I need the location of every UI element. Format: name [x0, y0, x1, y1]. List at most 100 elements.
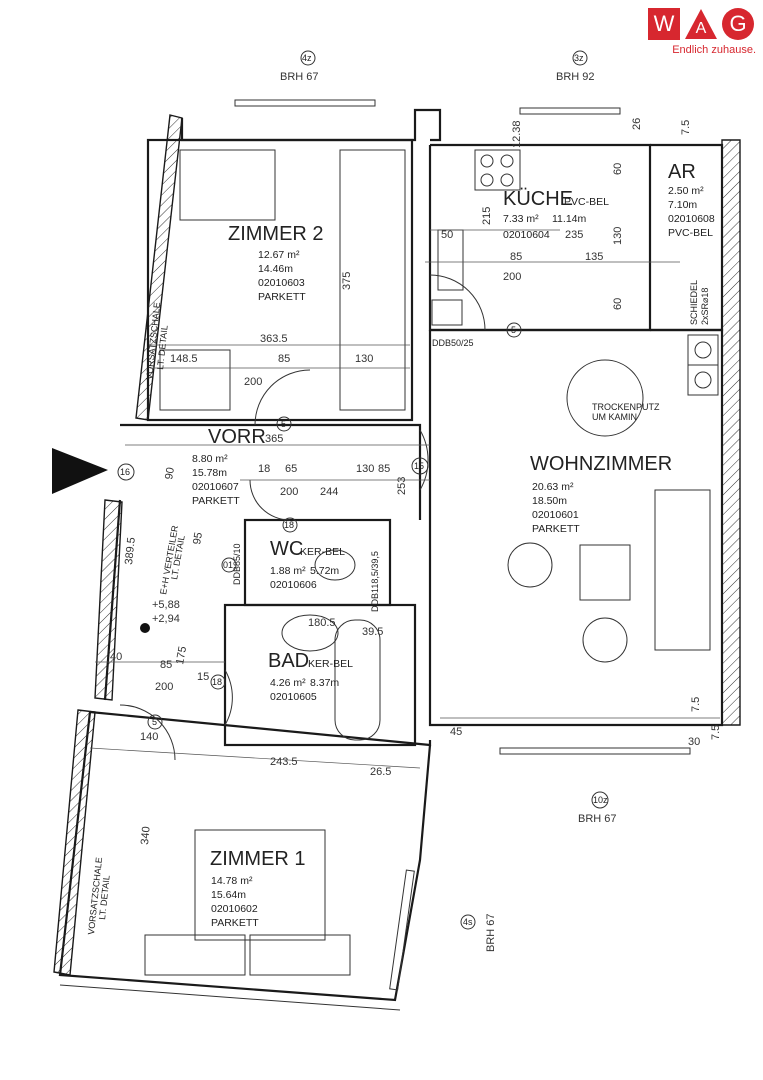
svg-text:PARKETT: PARKETT [211, 917, 259, 929]
svg-text:15: 15 [414, 461, 424, 471]
wag-logo: W A G Endlich zuhause. [648, 8, 756, 56]
svg-text:ZIMMER 1: ZIMMER 1 [210, 848, 306, 870]
svg-text:+5,88: +5,88 [152, 599, 180, 611]
svg-text:4z: 4z [302, 53, 312, 63]
svg-text:+2,94: +2,94 [152, 613, 180, 625]
svg-text:18: 18 [258, 463, 270, 475]
svg-text:65: 65 [285, 463, 297, 475]
svg-text:200: 200 [244, 376, 262, 388]
svg-text:02010601: 02010601 [532, 509, 579, 521]
svg-text:2.50 m²: 2.50 m² [668, 185, 704, 197]
svg-text:02010602: 02010602 [211, 903, 258, 915]
svg-text:5: 5 [511, 325, 516, 335]
svg-text:140: 140 [140, 731, 158, 743]
svg-text:85: 85 [278, 353, 290, 365]
svg-text:ZIMMER 2: ZIMMER 2 [228, 223, 324, 245]
svg-text:15.64m: 15.64m [211, 889, 246, 901]
svg-text:20.63 m²: 20.63 m² [532, 481, 574, 493]
svg-text:8.80 m²: 8.80 m² [192, 453, 228, 465]
walls [58, 108, 724, 1011]
svg-text:200: 200 [280, 486, 298, 498]
svg-text:BRH 67: BRH 67 [280, 71, 319, 83]
dimension-lines [89, 229, 720, 769]
room-ar: AR 2.50 m² 7.10m 02010608 PVC-BEL [668, 161, 715, 239]
svg-text:14.46m: 14.46m [258, 263, 293, 275]
svg-text:BRH 67: BRH 67 [485, 913, 497, 952]
svg-text:200: 200 [155, 681, 173, 693]
svg-text:85: 85 [378, 463, 390, 475]
svg-text:4.26 m²: 4.26 m² [270, 677, 306, 689]
left-upper-outer-wall [135, 114, 183, 421]
svg-text:45: 45 [450, 726, 462, 738]
svg-text:389.5: 389.5 [123, 537, 138, 566]
svg-text:02010604: 02010604 [503, 229, 550, 241]
door-markers: 5 5 5 15 16 18 18 01 [117, 322, 522, 730]
room-bad: BAD KER-BEL 4.26 m² 8.37m 02010605 [268, 650, 353, 703]
svg-text:60: 60 [612, 298, 624, 310]
svg-text:15: 15 [197, 671, 209, 683]
logo-letter-a: A [684, 8, 718, 40]
svg-text:02010606: 02010606 [270, 579, 317, 591]
svg-text:5: 5 [281, 419, 286, 429]
entrance-arrow [52, 448, 108, 494]
svg-text:95: 95 [191, 531, 205, 545]
svg-text:39.5: 39.5 [362, 626, 383, 638]
plan-notes: DDB50/25 TROCKENPUTZ UM KAMIN SCHIEDEL 2… [86, 280, 710, 935]
svg-text:DDB118,5/39,5: DDB118,5/39,5 [370, 551, 380, 612]
svg-text:85: 85 [160, 659, 172, 671]
svg-text:01: 01 [223, 560, 233, 570]
svg-text:4s: 4s [463, 917, 473, 927]
svg-text:LT. DETAIL: LT. DETAIL [97, 875, 112, 920]
svg-text:3z: 3z [574, 53, 584, 63]
svg-text:AR: AR [668, 161, 696, 183]
svg-text:243.5: 243.5 [270, 756, 298, 768]
svg-text:PVC-BEL: PVC-BEL [564, 196, 609, 208]
svg-text:SCHIEDEL: SCHIEDEL [689, 280, 699, 325]
svg-text:BRH 67: BRH 67 [578, 813, 617, 825]
svg-text:WC: WC [270, 538, 303, 560]
svg-text:363.5: 363.5 [260, 333, 288, 345]
svg-text:DDB85/10: DDB85/10 [232, 543, 242, 585]
door-swings [119, 274, 486, 761]
svg-text:130: 130 [612, 227, 624, 245]
svg-text:5: 5 [152, 717, 157, 727]
toilet [314, 549, 356, 581]
svg-text:11.14m: 11.14m [552, 213, 586, 225]
windows [234, 99, 691, 991]
furniture [144, 149, 719, 976]
bathtub [334, 619, 381, 741]
chimney-1 [687, 334, 719, 366]
svg-text:130: 130 [355, 353, 373, 365]
svg-text:26: 26 [631, 118, 643, 130]
svg-text:02010605: 02010605 [270, 691, 317, 703]
svg-text:18: 18 [212, 677, 222, 687]
sink [281, 614, 339, 652]
svg-text:KER-BEL: KER-BEL [308, 658, 353, 670]
level-marker-icon [140, 623, 150, 633]
svg-text:UM KAMIN: UM KAMIN [592, 412, 637, 422]
svg-text:30: 30 [688, 736, 700, 748]
room-zimmer-1: ZIMMER 1 14.78 m² 15.64m 02010602 PARKET… [210, 848, 306, 929]
room-wc: WC KER-BEL 1.88 m² 5.72m 02010606 [270, 538, 345, 591]
svg-text:02010608: 02010608 [668, 213, 715, 225]
svg-text:175: 175 [174, 645, 189, 665]
svg-text:14.78 m²: 14.78 m² [211, 875, 253, 887]
chimney-2 [687, 364, 719, 396]
svg-text:130: 130 [356, 463, 374, 475]
svg-text:PARKETT: PARKETT [192, 495, 240, 507]
svg-text:235: 235 [565, 229, 583, 241]
logo-letter-w: W [648, 8, 680, 40]
svg-text:60: 60 [612, 163, 624, 175]
dining-table [566, 359, 644, 437]
svg-text:340: 340 [139, 826, 153, 845]
svg-text:15.78m: 15.78m [192, 467, 227, 479]
svg-text:12.67 m²: 12.67 m² [258, 249, 300, 261]
svg-text:135: 135 [585, 251, 603, 263]
svg-text:DDB50/25: DDB50/25 [432, 338, 474, 348]
svg-text:PVC-BEL: PVC-BEL [668, 227, 713, 239]
svg-text:KER-BEL: KER-BEL [300, 546, 345, 558]
svg-text:02010607: 02010607 [192, 481, 239, 493]
svg-text:40: 40 [110, 651, 122, 663]
svg-text:PARKETT: PARKETT [258, 291, 306, 303]
svg-text:8.37m: 8.37m [310, 677, 339, 689]
